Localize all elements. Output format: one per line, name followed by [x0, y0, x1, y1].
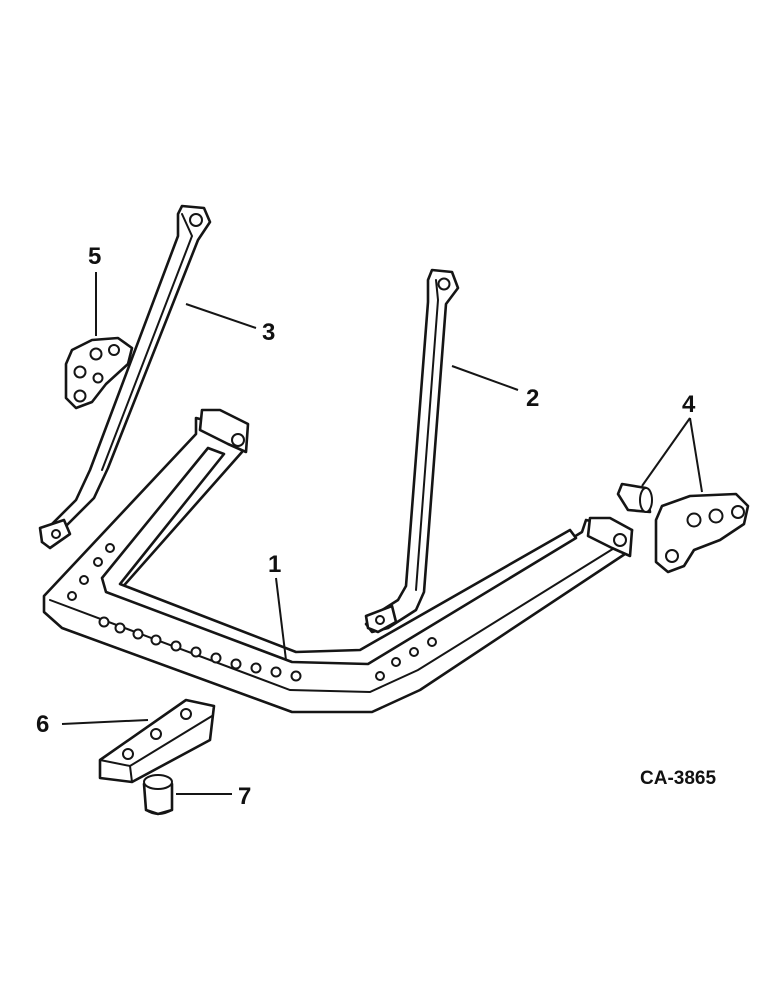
frame-holes [67, 543, 437, 682]
leader-4a [641, 417, 691, 487]
part-label-7: 7 [238, 783, 251, 810]
leader-3 [185, 303, 257, 329]
part-label-6: 6 [36, 711, 49, 738]
left-brace [38, 204, 212, 550]
left-bracket [64, 336, 134, 410]
part-label-2: 2 [526, 385, 539, 412]
leader-6 [61, 719, 149, 725]
part-label-4: 4 [682, 391, 696, 418]
leader-lines [61, 272, 703, 795]
pin [616, 482, 653, 514]
leader-2 [451, 365, 519, 391]
part-label-1: 1 [268, 551, 281, 578]
right-bracket [654, 492, 750, 574]
plate [98, 698, 216, 784]
part-label-3: 3 [262, 319, 275, 346]
bushing [142, 774, 174, 816]
drawing-code: CA-3865 [640, 768, 716, 789]
right-brace [364, 268, 460, 634]
u-frame-drawbar [42, 408, 634, 714]
leader-1 [275, 577, 287, 661]
leader-4b [689, 417, 703, 493]
part-label-5: 5 [88, 243, 101, 270]
